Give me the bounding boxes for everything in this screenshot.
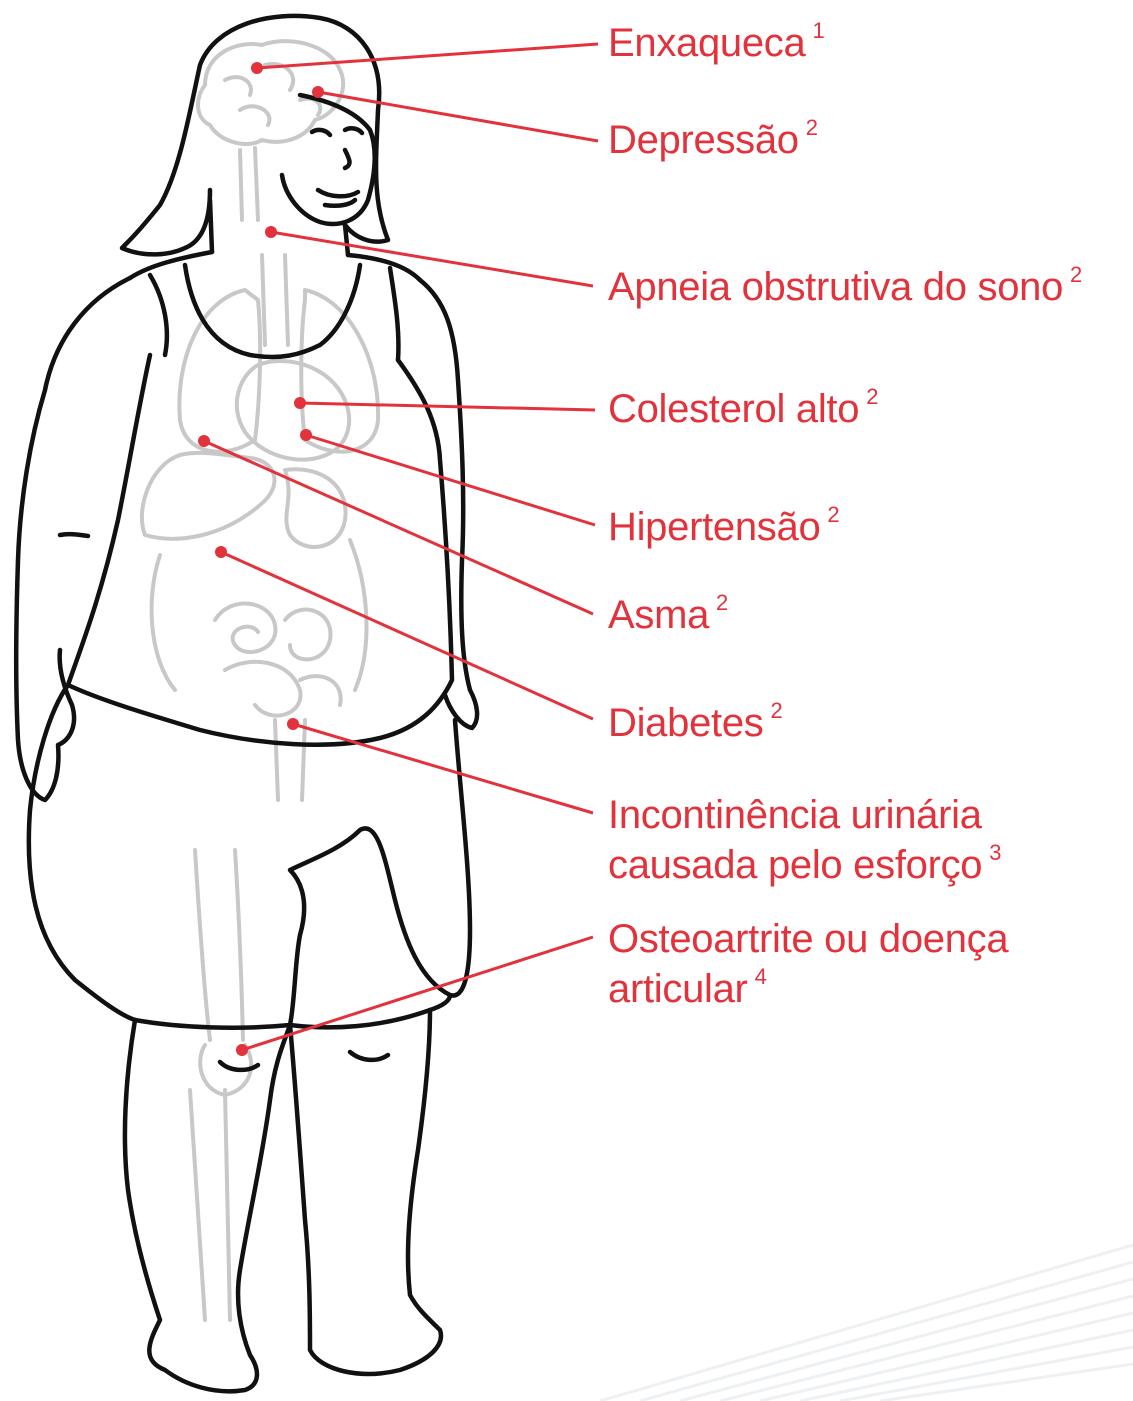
brain: [196, 39, 346, 146]
label-asma-text: Asma: [608, 593, 710, 637]
label-diabetes-ref: 2: [770, 698, 783, 723]
label-incontinencia: Incontinência urinária causada pelo esfo…: [608, 790, 1002, 890]
label-depressao-text: Depressão: [608, 118, 799, 162]
label-enxaqueca-ref: 1: [812, 18, 825, 43]
torso: [65, 352, 455, 747]
face: [279, 92, 378, 227]
label-incontinencia-line2: causada pelo esforço: [608, 843, 983, 887]
anchor-dot-enxaqueca: [251, 62, 263, 74]
label-colesterol-ref: 2: [866, 384, 879, 409]
liver: [139, 450, 277, 541]
label-hipertensao-ref: 2: [827, 502, 840, 527]
anchor-dot-colesterol: [294, 397, 306, 409]
stomach: [283, 467, 348, 549]
intestines: [149, 538, 369, 718]
internal-organs: [139, 39, 381, 1322]
anchor-dot-incontinencia: [287, 718, 299, 730]
heart: [234, 359, 352, 462]
hair: [119, 13, 391, 257]
label-osteoartrite-line2: articular: [608, 967, 748, 1011]
left-leg: [122, 1017, 293, 1394]
label-apneia-ref: 2: [1070, 262, 1082, 287]
left-arm: [13, 275, 133, 803]
label-colesterol-text: Colesterol alto: [608, 387, 860, 431]
anchor-dot-apneia: [265, 226, 277, 238]
label-depressao-ref: 2: [805, 115, 818, 140]
label-apneia-text: Apneia obstrutiva do sono: [608, 265, 1064, 309]
label-incontinencia-ref: 3: [989, 840, 1002, 865]
right-leg: [287, 1007, 444, 1377]
leg-bones: [188, 848, 254, 1322]
figure-outline: [13, 13, 480, 1394]
trachea: [260, 253, 290, 347]
label-incontinencia-line1: Incontinência urinária: [608, 793, 982, 837]
anchor-dot-asma: [198, 435, 210, 447]
spinal-cord: [238, 146, 260, 222]
shoulders-tank: [127, 249, 423, 363]
label-hipertensao-text: Hipertensão: [608, 505, 821, 549]
anchor-dot-depressao: [312, 86, 324, 98]
anchor-dot-diabetes: [215, 546, 227, 558]
background-stripes: [599, 1243, 1133, 1401]
anchor-dot-osteoartrite: [236, 1044, 248, 1056]
shorts: [26, 682, 473, 1030]
leader-lines: [203, 42, 599, 1052]
label-osteoartrite-ref: 4: [754, 964, 767, 989]
bladder-tract: [273, 718, 307, 802]
right-arm: [417, 277, 480, 731]
neck: [207, 197, 351, 258]
anchor-dot-hipertensao: [300, 429, 312, 441]
label-osteoartrite-line1: Osteoartrite ou doença: [608, 917, 1009, 961]
label-asma-ref: 2: [716, 590, 728, 615]
label-diabetes-text: Diabetes: [608, 701, 764, 745]
label-enxaqueca-text: Enxaqueca: [608, 21, 806, 65]
anchor-dots: [198, 62, 324, 1056]
